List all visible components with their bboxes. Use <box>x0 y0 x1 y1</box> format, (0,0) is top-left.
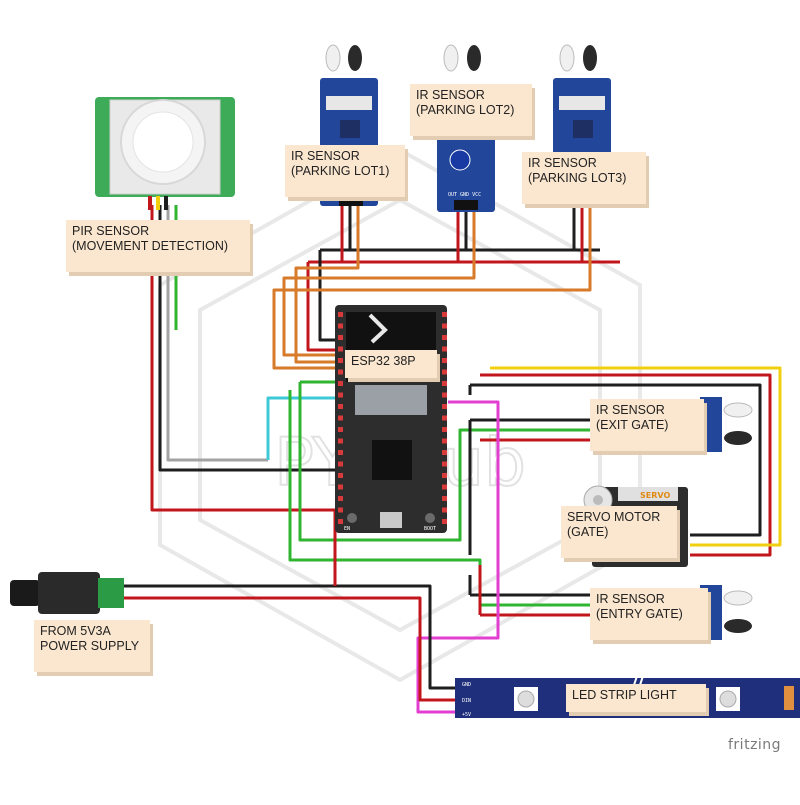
esp32-pin <box>442 312 447 317</box>
pir-label-line2: (MOVEMENT DETECTION) <box>72 239 229 253</box>
esp32-pin <box>442 461 447 467</box>
esp32-pin <box>338 473 343 478</box>
esp32-pin <box>338 369 343 375</box>
ir-sensor-lot2-label: IR SENSOR (PARKING LOT2) <box>410 84 532 136</box>
esp32-pin <box>442 369 447 375</box>
esp32-pin <box>338 427 343 432</box>
esp32-pin <box>338 323 343 329</box>
led-pad-gnd: GND <box>462 682 471 688</box>
servo-label-line1: SERVO MOTOR <box>567 510 661 524</box>
wire-led-data <box>416 400 500 714</box>
ir3-label-line1: IR SENSOR <box>528 156 597 170</box>
exit-gate-label: IR SENSOR (EXIT GATE) <box>590 399 704 451</box>
esp32-pin <box>338 392 343 398</box>
wire-entry-out <box>288 390 590 607</box>
servo-label-line2: (GATE) <box>567 525 609 539</box>
esp32-pin <box>338 346 343 352</box>
esp32-pin <box>442 450 447 455</box>
esp32-pin <box>442 415 447 421</box>
esp32-pin <box>338 450 343 455</box>
dc-power-jack <box>10 572 124 614</box>
esp32-pin <box>442 438 447 444</box>
wire-exit-out <box>298 382 590 542</box>
esp32-pin <box>338 358 343 363</box>
esp32-pin <box>442 484 447 490</box>
ir-sensor-lot1-label: IR SENSOR (PARKING LOT1) <box>285 145 405 197</box>
esp32-pin <box>442 335 447 340</box>
wire-ir3-out <box>272 205 592 370</box>
entry-label-line2: (ENTRY GATE) <box>596 607 683 621</box>
servo-brand-text: SERVO <box>640 491 670 500</box>
led-pad-din: DIN <box>462 698 471 704</box>
entry-label-line1: IR SENSOR <box>596 592 665 606</box>
wire-power-gnd <box>118 584 458 690</box>
esp32-pin <box>338 438 343 444</box>
power-supply-label: FROM 5V3A POWER SUPPLY <box>34 620 150 672</box>
wire-servo-signal <box>490 366 782 547</box>
esp32-pin <box>338 335 343 340</box>
fritzing-brand: fritzing <box>728 737 782 753</box>
esp32-pin <box>442 507 447 513</box>
wire-power-vcc <box>118 596 458 702</box>
esp32-pin <box>338 484 343 490</box>
entry-gate-label: IR SENSOR (ENTRY GATE) <box>590 588 708 640</box>
ir2-pin-legend: OUT GND VCC <box>448 192 481 198</box>
wire-servo-vcc <box>480 373 772 557</box>
esp32-pin <box>442 346 447 352</box>
exit-label-line2: (EXIT GATE) <box>596 418 669 432</box>
esp32-pin <box>442 404 447 409</box>
esp32-pin <box>338 404 343 409</box>
esp32-pin <box>442 496 447 501</box>
esp32-label: ESP32 38P <box>345 350 437 378</box>
pir-label-line1: PIR SENSOR <box>72 224 150 238</box>
exit-gate-ir-module <box>700 397 753 452</box>
ir1-label-line1: IR SENSOR <box>291 149 360 163</box>
esp32-label-text: ESP32 38P <box>351 354 416 368</box>
ir-sensor-lot3-label: IR SENSOR (PARKING LOT3) <box>522 152 646 204</box>
esp32-pin <box>338 381 343 386</box>
exit-label-line1: IR SENSOR <box>596 403 665 417</box>
esp32-pins <box>338 312 447 524</box>
ir2-label-line1: IR SENSOR <box>416 88 485 102</box>
wire-cyan <box>266 396 340 460</box>
wire-ir2-out <box>282 205 476 357</box>
led-strip-label: LED STRIP LIGHT <box>566 684 706 712</box>
ir2-label-line2: (PARKING LOT2) <box>416 103 515 117</box>
esp32-pin <box>442 519 447 524</box>
esp32-pin <box>338 461 343 467</box>
pir-sensor-label: PIR SENSOR (MOVEMENT DETECTION) <box>66 220 250 272</box>
esp32-pin <box>442 473 447 478</box>
wires <box>118 205 782 714</box>
esp32-pin <box>338 519 343 524</box>
ir-sensor-module-2: OUT GND VCC <box>437 44 495 212</box>
esp32-pin <box>338 496 343 501</box>
ir1-label-line2: (PARKING LOT1) <box>291 164 390 178</box>
esp32-pin <box>442 358 447 363</box>
wire-ir1-out <box>294 205 360 364</box>
wire-pir-gnd <box>158 205 335 472</box>
led-label-text: LED STRIP LIGHT <box>572 688 677 702</box>
pir-sensor <box>95 97 235 210</box>
esp32-pin <box>338 415 343 421</box>
led-pad-5v: +5V <box>462 712 471 718</box>
power-label-line1: FROM 5V3A <box>40 624 111 638</box>
en-button-text: EN <box>344 526 350 532</box>
esp32-pin <box>442 427 447 432</box>
wire-pir-out <box>166 205 268 462</box>
esp32-pin <box>338 312 343 317</box>
esp32-pin <box>442 392 447 398</box>
esp32-board: EN BOOT <box>335 305 447 533</box>
wire-servo-gnd <box>470 383 762 537</box>
ir3-label-line2: (PARKING LOT3) <box>528 171 627 185</box>
boot-button-text: BOOT <box>424 526 436 532</box>
power-label-line2: POWER SUPPLY <box>40 639 140 653</box>
servo-motor-label: SERVO MOTOR (GATE) <box>561 506 677 558</box>
esp32-pin <box>338 507 343 513</box>
wire-pir-vcc <box>150 205 335 512</box>
esp32-pin <box>442 323 447 329</box>
esp32-pin <box>442 381 447 386</box>
